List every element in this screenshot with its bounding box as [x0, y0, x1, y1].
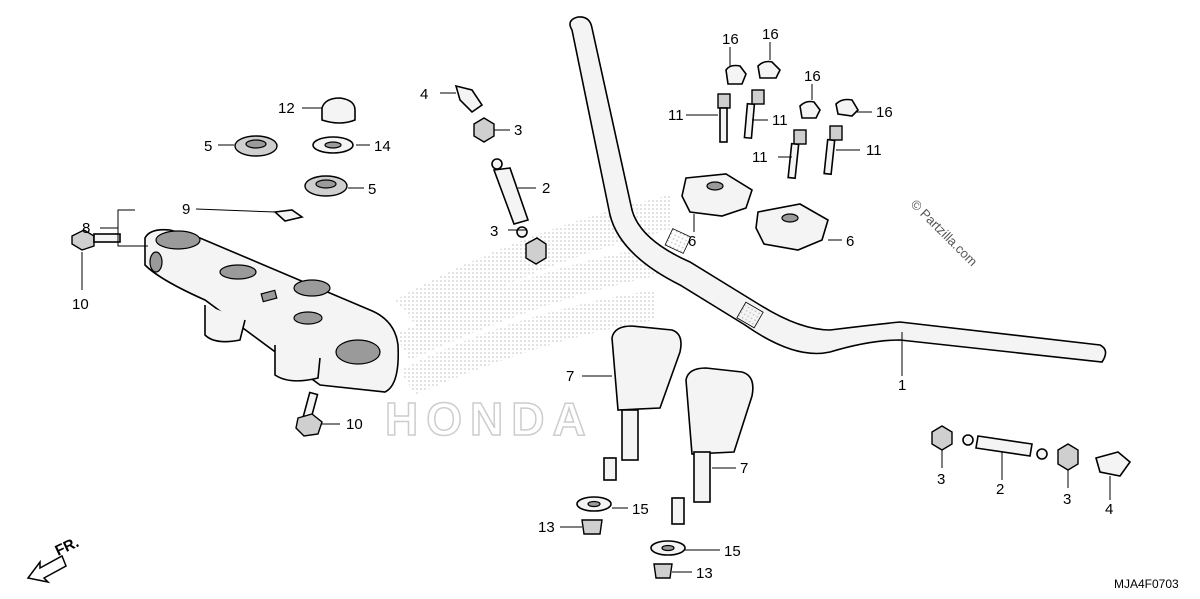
holder-upper-b[interactable]: [755, 203, 829, 251]
callout-3-lower-right: 3: [1063, 491, 1071, 508]
diagram-code: MJA4F0703: [1114, 577, 1179, 591]
callout-6-right: 6: [846, 233, 854, 250]
cap-16-d[interactable]: [835, 98, 860, 117]
nut-3-mid[interactable]: [525, 237, 547, 265]
small-plate[interactable]: [273, 209, 304, 222]
pipe-2-upper[interactable]: [491, 158, 530, 238]
cap-16-c[interactable]: [799, 100, 821, 119]
honda-wordmark-watermark: HONDA: [385, 393, 594, 445]
callout-10-left: 10: [72, 296, 89, 313]
washer-15-a[interactable]: [576, 496, 612, 512]
honda-wing-watermark: HONDA: [384, 195, 670, 446]
callout-8: 8: [82, 220, 90, 237]
bolt-11-d[interactable]: [823, 125, 843, 176]
bolt-11-a[interactable]: [717, 93, 731, 143]
nut-13-b[interactable]: [653, 563, 673, 579]
callout-9: 9: [182, 201, 190, 218]
handlebar[interactable]: [569, 16, 1107, 363]
nut-3-upper[interactable]: [473, 117, 495, 143]
callout-16-a: 16: [722, 31, 739, 48]
callout-7-left: 7: [566, 368, 574, 385]
clip-lower[interactable]: [1095, 451, 1132, 477]
callout-11-c: 11: [752, 149, 768, 166]
callout-13-upper: 13: [538, 519, 555, 536]
callout-3-lower-left: 3: [937, 471, 945, 488]
callout-11-d: 11: [866, 142, 882, 159]
washer-14[interactable]: [312, 136, 354, 154]
callout-15-upper: 15: [632, 501, 649, 518]
callout-5-lower: 5: [368, 181, 376, 198]
callout-15-lower: 15: [724, 543, 741, 560]
callout-4-lower: 4: [1105, 501, 1113, 518]
cap-16-a[interactable]: [725, 64, 747, 85]
callout-14: 14: [374, 138, 391, 155]
bolt-11-c[interactable]: [787, 129, 807, 180]
holder-upper-a[interactable]: [681, 173, 753, 217]
bearing-upper[interactable]: [234, 135, 278, 157]
partzilla-watermark: © Partzilla.com: [908, 197, 981, 270]
bolt-10-left[interactable]: [71, 229, 121, 251]
bolt-11-b[interactable]: [743, 89, 765, 140]
callout-16-c: 16: [804, 68, 821, 85]
leader-lines: [81, 42, 1111, 573]
callout-2-lower: 2: [996, 481, 1004, 498]
callout-13-lower: 13: [696, 565, 713, 582]
nut-13-a[interactable]: [581, 519, 603, 535]
callout-1: 1: [898, 377, 906, 394]
washer-15-b[interactable]: [650, 540, 686, 556]
callout-5-upper: 5: [204, 138, 212, 155]
callout-11-b: 11: [772, 112, 788, 129]
callout-3-mid: 3: [490, 223, 498, 240]
nut-3-lower-right[interactable]: [1057, 443, 1079, 471]
cap-16-b[interactable]: [757, 60, 781, 79]
top-bridge[interactable]: [144, 228, 400, 393]
pipe-2-lower[interactable]: [962, 434, 1048, 460]
cap-nut[interactable]: [321, 97, 356, 124]
callout-7-right: 7: [740, 460, 748, 477]
holder-lower-b[interactable]: [671, 367, 754, 525]
callout-11-a: 11: [668, 107, 684, 124]
callout-10-lower: 10: [346, 416, 363, 433]
holder-lower-a[interactable]: [603, 325, 682, 481]
callout-3-upper: 3: [514, 122, 522, 139]
callout-16-b: 16: [762, 26, 779, 43]
clip-upper[interactable]: [454, 84, 484, 114]
front-direction-indicator: FR.: [26, 534, 82, 584]
callout-2-upper: 2: [542, 180, 550, 197]
front-direction-label: FR.: [53, 534, 82, 560]
callout-6-left: 6: [688, 233, 696, 250]
nut-3-lower-left[interactable]: [931, 425, 953, 451]
bolt-10-lower[interactable]: [295, 391, 323, 437]
callout-12: 12: [278, 100, 295, 117]
callout-16-d: 16: [876, 104, 893, 121]
bearing-lower[interactable]: [304, 175, 348, 197]
callout-4-upper: 4: [420, 86, 428, 103]
